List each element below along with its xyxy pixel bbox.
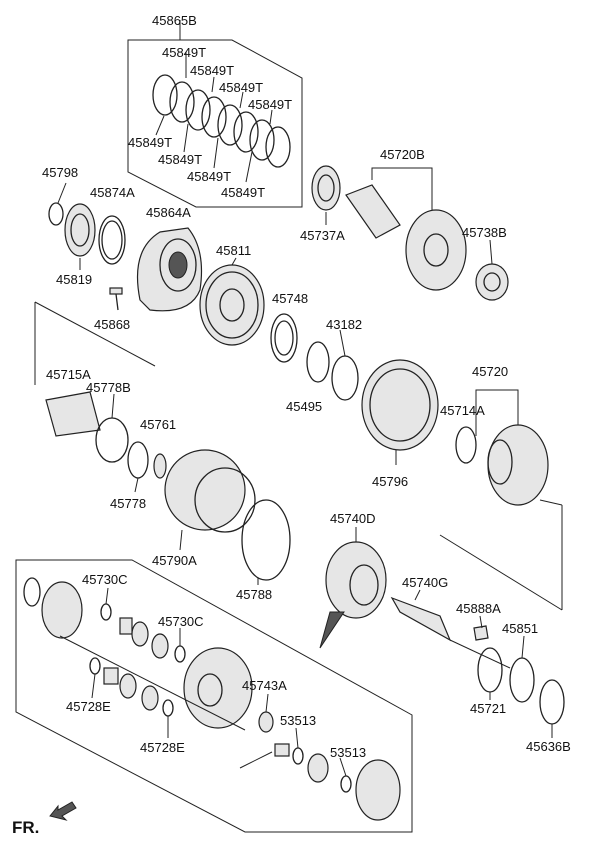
label-45849T-8: 45849T — [221, 185, 266, 200]
label-53513-1: 53513 — [280, 713, 317, 728]
carrier-45740D — [325, 541, 387, 619]
label-45849T-5: 45849T — [128, 135, 173, 150]
snap-ring-leaders — [155, 20, 273, 183]
label-45864A: 45864A — [146, 205, 191, 220]
label-45819: 45819 — [56, 272, 93, 287]
label-45714A: 45714A — [440, 403, 485, 418]
front-direction-arrow-icon — [49, 801, 77, 821]
carrier-45864A — [136, 227, 203, 312]
hub-45720 — [487, 424, 549, 506]
planet-carrier-set-frame — [15, 559, 413, 833]
ring-45495 — [306, 341, 330, 383]
drum-45790A — [164, 449, 256, 533]
ring-45636B — [539, 679, 565, 725]
label-45874A: 45874A — [90, 185, 135, 200]
carrier-plate-right — [355, 759, 401, 821]
label-45715A: 45715A — [46, 367, 91, 382]
label-43182: 43182 — [326, 317, 363, 332]
washer-left — [23, 577, 41, 607]
label-45740D: 45740D — [330, 511, 376, 526]
label-45849T-3: 45849T — [219, 80, 264, 95]
label-45849T-2: 45849T — [190, 63, 235, 78]
bearing-45738B — [475, 263, 509, 301]
label-45851: 45851 — [502, 621, 539, 636]
snap-rings-45849T — [152, 74, 291, 168]
bearing-45737A — [311, 165, 341, 211]
label-45748: 45748 — [272, 291, 309, 306]
label-45788: 45788 — [236, 587, 273, 602]
ring-45851 — [509, 657, 535, 703]
label-45849T-6: 45849T — [158, 152, 203, 167]
carrier-plate-left — [41, 581, 83, 639]
label-45495: 45495 — [286, 399, 323, 414]
label-45778B: 45778B — [86, 380, 131, 395]
plate-43182 — [331, 355, 359, 401]
washer-45743A — [258, 711, 274, 733]
snap-ring-45788 — [241, 499, 291, 581]
bearing-45819 — [64, 203, 96, 257]
bolt-45868 — [109, 287, 123, 311]
label-45849T-1: 45849T — [162, 45, 207, 60]
pin-45888A — [473, 625, 489, 641]
label-45796: 45796 — [372, 474, 409, 489]
thrust-bearing-45748 — [270, 313, 298, 363]
ring-45874A — [98, 215, 126, 265]
label-45849T-7: 45849T — [187, 169, 232, 184]
gear-45811 — [199, 264, 265, 346]
label-45737A: 45737A — [300, 228, 345, 243]
label-45868: 45868 — [94, 317, 131, 332]
gear-shaft-45720B — [345, 184, 467, 291]
label-45730C-1: 45730C — [82, 572, 128, 587]
pinion-gears-upper — [131, 621, 169, 659]
pinion-gears-lower — [119, 673, 159, 711]
label-45811: 45811 — [216, 243, 252, 258]
label-45738B: 45738B — [462, 225, 507, 240]
label-45865B: 45865B — [152, 13, 197, 28]
plate-45721 — [477, 647, 503, 693]
label-45743A: 45743A — [242, 678, 287, 693]
label-45778: 45778 — [110, 496, 147, 511]
label-45849T-4: 45849T — [248, 97, 293, 112]
label-45721: 45721 — [470, 701, 507, 716]
ring-45778 — [127, 441, 149, 479]
snap-ring-set-frame — [127, 39, 303, 208]
label-45730C-2: 45730C — [158, 614, 204, 629]
label-45720B: 45720B — [380, 147, 425, 162]
washer-45761 — [153, 453, 167, 479]
label-53513-2: 53513 — [330, 745, 367, 760]
label-45761: 45761 — [140, 417, 177, 432]
label-45636B: 45636B — [526, 739, 571, 754]
label-45790A: 45790A — [152, 553, 197, 568]
washer-45798 — [48, 202, 64, 226]
label-45888A: 45888A — [456, 601, 501, 616]
ring-45714A — [455, 426, 477, 464]
leader-45720 — [475, 389, 519, 440]
drum-45796 — [361, 359, 439, 451]
label-45740G: 45740G — [402, 575, 449, 590]
shaft-45740G — [390, 596, 452, 642]
label-45728E-2: 45728E — [140, 740, 185, 755]
plate-45778B — [95, 417, 129, 463]
front-direction-label: FR. — [12, 818, 40, 837]
label-45798: 45798 — [42, 165, 79, 180]
leader-45720B — [371, 167, 433, 210]
shaft-45715A — [45, 391, 101, 437]
label-45720: 45720 — [472, 364, 509, 379]
label-45728E-1: 45728E — [66, 699, 111, 714]
